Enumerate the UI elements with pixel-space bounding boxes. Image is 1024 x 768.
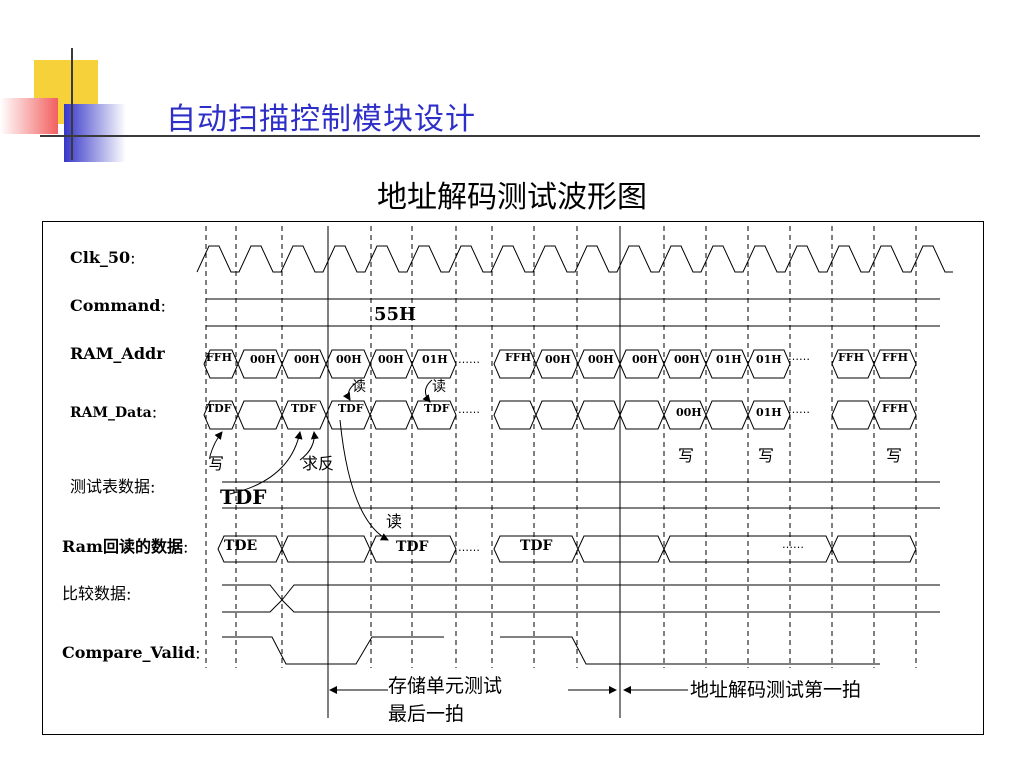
data-cell — [873, 400, 917, 430]
compare-valid-2 — [500, 636, 880, 665]
caption-address-decode-first: 地址解码测试第一拍 — [690, 676, 862, 704]
compare-bus-bottom — [222, 599, 940, 613]
data-cell — [705, 400, 749, 430]
addr-cell — [411, 349, 457, 379]
read-label: 读 — [386, 512, 403, 531]
data-cell — [493, 400, 537, 430]
data-value: 01H — [756, 406, 782, 419]
dashed-time-grid — [205, 226, 917, 668]
title-rule — [40, 135, 980, 137]
addr-value: 00H — [294, 353, 320, 366]
diagram-title: 地址解码测试波形图 — [377, 180, 647, 215]
addr-value: 00H — [632, 353, 658, 366]
caption-line: 存储单元测试 — [388, 675, 503, 697]
data-value: TDF — [206, 402, 232, 415]
addr-value: 01H — [756, 353, 782, 366]
data-cell — [619, 400, 665, 430]
data-cell — [577, 400, 621, 430]
addr-value: FFH — [505, 351, 532, 364]
write-label: 写 — [886, 446, 903, 465]
read-label: 读 — [352, 379, 366, 395]
readback-cell — [663, 535, 833, 563]
data-cell — [831, 400, 875, 430]
ellipsis: …… — [458, 353, 480, 366]
data-value: 00H — [676, 406, 702, 419]
addr-cell — [747, 349, 791, 379]
addr-value: 00H — [336, 353, 362, 366]
deco-blue-square — [64, 104, 126, 162]
annotation-arrows — [209, 379, 688, 694]
readback-value: TDF — [396, 539, 429, 555]
data-cell — [237, 400, 283, 430]
ellipsis: …… — [458, 403, 480, 416]
addr-value: 00H — [378, 353, 404, 366]
write-arrow — [209, 431, 223, 457]
write-label: 写 — [758, 446, 775, 465]
data-cell — [369, 400, 413, 430]
ellipsis: …… — [782, 538, 804, 551]
clock-signal — [196, 245, 953, 273]
addr-value: 00H — [250, 353, 276, 366]
bus-waves — [203, 226, 940, 718]
addr-value: FFH — [838, 351, 865, 364]
addr-value: FFH — [882, 351, 909, 364]
data-value: FFH — [882, 402, 909, 415]
invert-arrow — [299, 431, 319, 461]
invert-label: 求反 — [302, 454, 335, 473]
ellipsis: …… — [788, 350, 810, 363]
command-value: 55H — [374, 304, 417, 325]
addr-value: 01H — [422, 353, 448, 366]
addr-value: 00H — [674, 353, 700, 366]
clock-wave — [196, 245, 953, 273]
readback-cell — [281, 535, 371, 563]
label-test-table: 测试表数据： — [70, 477, 162, 496]
write-label: 写 — [678, 446, 695, 465]
label-ram-addr: RAM_Addr — [70, 344, 165, 363]
read-label: 读 — [432, 379, 446, 395]
data-value: TDF — [291, 402, 317, 415]
addr-value: 00H — [545, 353, 571, 366]
caption-line: 最后一拍 — [388, 703, 465, 725]
ellipsis: …… — [458, 541, 480, 554]
readback-cell — [831, 535, 917, 563]
deco-vertical-line — [71, 48, 73, 160]
label-compare: 比较数据： — [62, 584, 138, 603]
deco-red-square — [0, 98, 58, 134]
ellipsis: …… — [788, 403, 810, 416]
test-table-value: TDF — [220, 485, 267, 509]
read-arrow — [339, 419, 389, 541]
addr-cell — [873, 349, 917, 379]
readback-value: TDE — [224, 538, 258, 554]
write-label: 写 — [208, 454, 225, 473]
data-cell — [747, 400, 791, 430]
data-cell — [411, 400, 457, 430]
compare-valid-1 — [222, 636, 444, 665]
data-value: TDF — [338, 402, 364, 415]
data-value: TDF — [424, 402, 450, 415]
label-clk: Clk_50： — [70, 248, 142, 267]
label-command: Command： — [70, 296, 172, 315]
readback-value: TDF — [520, 538, 553, 554]
readback-cell — [577, 535, 665, 563]
waveform-frame — [42, 221, 984, 735]
slide-title: 自动扫描控制模块设计 — [166, 102, 476, 137]
read-arrow — [342, 379, 361, 401]
readback-cell — [369, 535, 457, 563]
addr-value: 00H — [588, 353, 614, 366]
addr-value: FFH — [206, 351, 233, 364]
data-cell — [535, 400, 579, 430]
invert-arrow — [229, 431, 303, 495]
label-ram-data: RAM_Data： — [70, 405, 163, 421]
label-ram-readback: Ram回读的数据： — [62, 537, 194, 556]
caption-memory-test-last: 存储单元测试 最后一拍 — [388, 672, 568, 732]
read-arrow — [422, 379, 433, 403]
label-compare-valid: Compare_Valid： — [62, 643, 207, 662]
addr-value: 01H — [716, 353, 742, 366]
